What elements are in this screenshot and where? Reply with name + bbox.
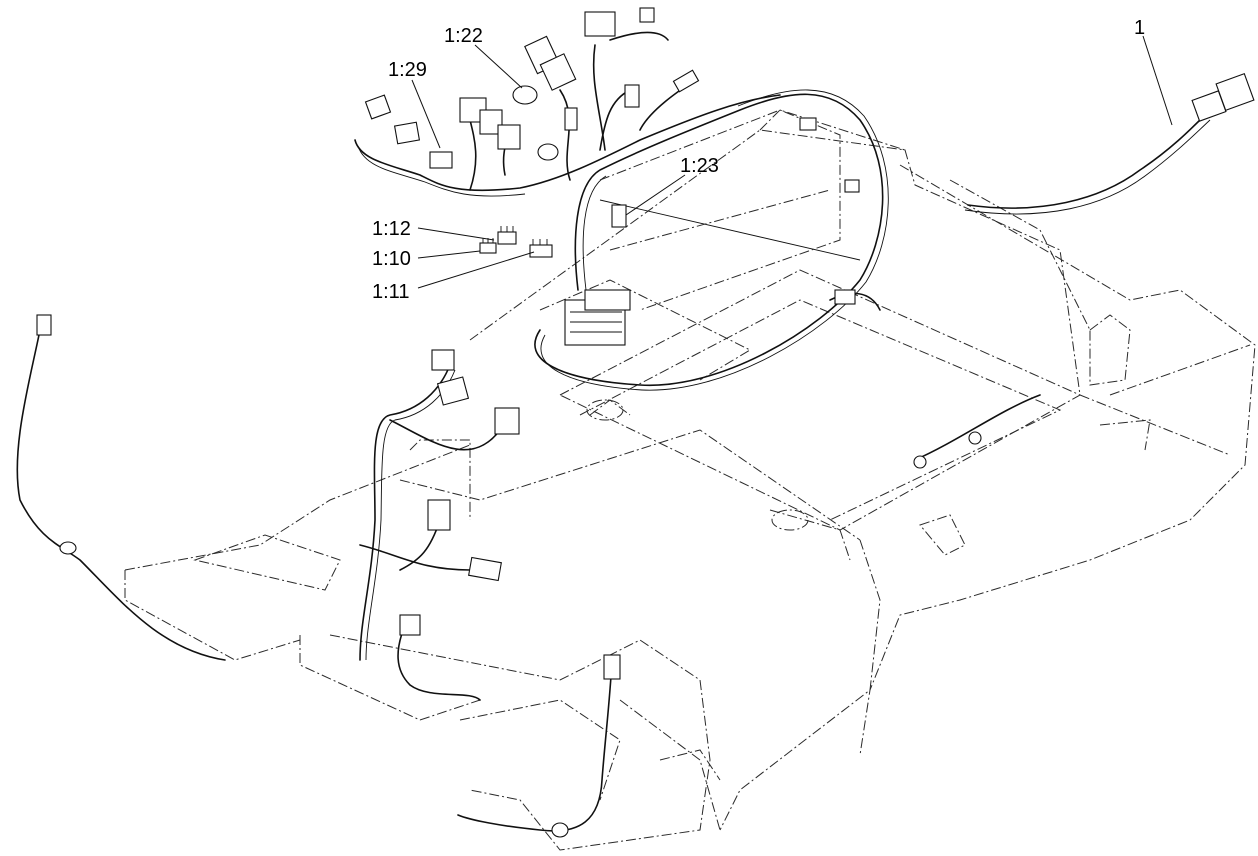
leader-lines bbox=[411, 35, 1173, 289]
callout-labels: 1 1:22 1:29 1:23 1:12 1:10 1:11 bbox=[372, 17, 1145, 303]
callout-1-11: 1:11 bbox=[372, 281, 409, 303]
terminal-clips bbox=[479, 226, 553, 258]
callout-1-23: 1:23 bbox=[680, 155, 719, 177]
leader-1-12 bbox=[417, 227, 495, 241]
upper-harness bbox=[354, 7, 781, 197]
leader-1-11 bbox=[417, 251, 535, 289]
leader-1 bbox=[1142, 35, 1173, 126]
chassis-frame bbox=[124, 109, 1256, 851]
main-harness-right bbox=[964, 73, 1255, 215]
leader-1-23 bbox=[625, 174, 686, 216]
leader-1-22 bbox=[474, 44, 523, 89]
callout-1: 1 bbox=[1134, 17, 1145, 39]
leader-1-29 bbox=[411, 79, 441, 149]
harness-loop bbox=[534, 89, 889, 391]
callout-1-29: 1:29 bbox=[388, 59, 427, 81]
left-harness bbox=[16, 314, 226, 661]
callout-1-12: 1:12 bbox=[372, 218, 411, 240]
callout-1-22: 1:22 bbox=[444, 25, 483, 47]
center-harness bbox=[359, 289, 1041, 838]
leader-1-10 bbox=[417, 250, 481, 259]
callout-1-10: 1:10 bbox=[372, 248, 411, 270]
